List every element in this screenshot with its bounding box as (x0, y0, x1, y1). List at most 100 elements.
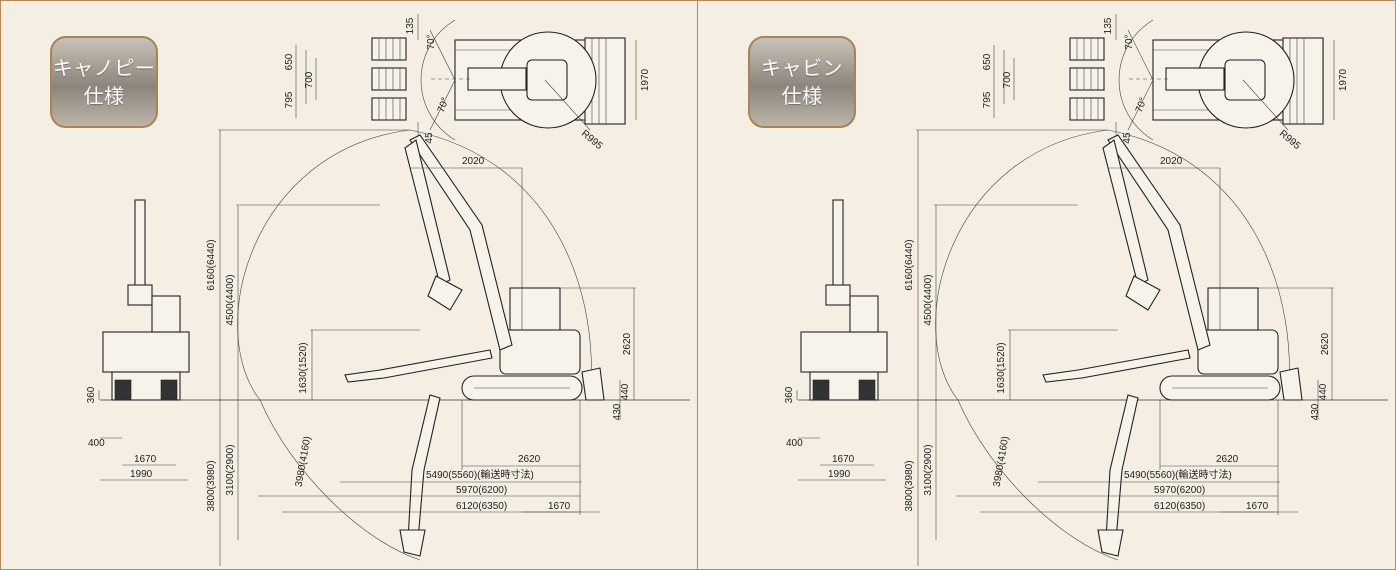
dim-3100: 3100(2900) (225, 444, 236, 495)
dim-2020: 2020 (462, 156, 485, 167)
side-upper-body (499, 329, 581, 375)
dim-1670: 1670 (1246, 501, 1269, 512)
front-view: 360 400 1670 1990 (86, 199, 190, 481)
dim-795: 795 (284, 91, 295, 108)
spec-badge: キャノピー 仕様 (50, 36, 158, 128)
dim-1630: 1630(1520) (298, 342, 309, 393)
front-track-left (812, 379, 830, 401)
panel-canopy: キャノピー 仕様 (0, 0, 697, 570)
side-cab (509, 287, 561, 331)
bucket (1069, 97, 1105, 121)
spec-badge: キャビン 仕様 (748, 36, 856, 128)
front-track-right (858, 379, 876, 401)
top-bucket-upper (1069, 37, 1105, 61)
side-upper-body (1197, 329, 1279, 375)
dim-3100: 3100(2900) (923, 444, 934, 495)
dim-2620-length: 2620 (518, 454, 541, 465)
dim-430: 430 (612, 403, 623, 420)
dim-1670: 1670 (548, 501, 571, 512)
dim-2620-height: 2620 (622, 332, 633, 355)
dimension-drawing: 135 650 795 700 70° 70° 1970 R995 45 360… (784, 14, 1388, 566)
dim-430: 430 (1310, 403, 1321, 420)
bucket (1069, 37, 1105, 61)
dim-1630: 1630(1520) (996, 342, 1007, 393)
badge-line2: 仕様 (83, 84, 125, 108)
front-bucket (825, 284, 851, 306)
side-arm-extended (344, 349, 493, 383)
dim-650: 650 (982, 53, 993, 70)
dim-4500: 4500(4400) (225, 274, 236, 325)
dimension-drawing: 135 650 795 700 70° 70° 1970 R995 45 360… (86, 14, 690, 566)
swing-line (429, 79, 456, 131)
swing-line (429, 29, 456, 81)
dim-2620-height: 2620 (1320, 332, 1331, 355)
work-range-envelope (935, 129, 1119, 561)
dim-3800: 3800(3980) (206, 460, 217, 511)
bucket (371, 67, 407, 91)
side-view: 6160(6440) 4500(4400) 1630(1520) 2620 44… (206, 129, 636, 566)
dim-front-1670: 1670 (832, 454, 855, 465)
dim-45: 45 (1122, 132, 1133, 144)
work-range-envelope (237, 129, 421, 561)
top-bucket-mid (1069, 67, 1105, 91)
front-body (102, 331, 190, 373)
swing-line (1127, 29, 1154, 81)
top-boom (467, 67, 527, 91)
dim-1990: 1990 (828, 469, 851, 480)
swing-line (1127, 79, 1154, 131)
dim-360: 360 (784, 386, 795, 403)
dim-700: 700 (304, 71, 315, 88)
dim-6120: 6120(6350) (456, 501, 507, 512)
dim-45: 45 (424, 132, 435, 144)
dim-1970: 1970 (640, 68, 651, 91)
dim-400: 400 (88, 438, 105, 449)
badge-line1: キャノピー (52, 56, 156, 80)
top-bucket-lower (1069, 97, 1105, 121)
panel-divider (697, 0, 698, 570)
front-view: 360 400 1670 1990 (784, 199, 888, 481)
front-body (800, 331, 888, 373)
dim-5490: 5490(5560)(輸送時寸法) (426, 468, 534, 481)
dim-2020: 2020 (1160, 156, 1183, 167)
dim-3980: 3980(4160) (294, 435, 314, 487)
top-bucket-mid (371, 67, 407, 91)
badge-line2: 仕様 (781, 84, 823, 108)
side-arm-extended (1042, 349, 1191, 383)
dim-6160: 6160(6440) (904, 239, 915, 290)
side-arm-deep (1105, 394, 1139, 541)
dim-360: 360 (86, 386, 97, 403)
dim-795: 795 (982, 91, 993, 108)
dim-angle-lower: 70° (436, 96, 452, 114)
front-track-right (160, 379, 178, 401)
side-bucket (1125, 275, 1161, 311)
side-cab (1207, 287, 1259, 331)
bucket (371, 97, 407, 121)
work-range-top (1107, 129, 1290, 401)
front-track-left (114, 379, 132, 401)
dim-5490: 5490(5560)(輸送時寸法) (1124, 468, 1232, 481)
top-view: 135 650 795 700 70° 70° 1970 R995 45 (284, 14, 651, 152)
dim-front-1670: 1670 (134, 454, 157, 465)
swing-arc (1118, 19, 1154, 141)
side-arm-deep (407, 394, 441, 541)
dim-3800: 3800(3980) (904, 460, 915, 511)
dim-angle-lower: 70° (1134, 96, 1150, 114)
swing-arc (420, 19, 456, 141)
top-cab (1224, 59, 1266, 101)
top-cab (526, 59, 568, 101)
top-bucket-upper (371, 37, 407, 61)
dim-2620-length: 2620 (1216, 454, 1239, 465)
dim-6120: 6120(6350) (1154, 501, 1205, 512)
radius-line (1242, 79, 1289, 131)
bucket (371, 37, 407, 61)
dim-1970: 1970 (1338, 68, 1349, 91)
side-blade (581, 367, 605, 401)
side-bucket (427, 275, 463, 311)
side-view: 6160(6440) 4500(4400) 1630(1520) 2620 44… (904, 129, 1334, 566)
dim-4500: 4500(4400) (923, 274, 934, 325)
top-view: 135 650 795 700 70° 70° 1970 R995 45 (982, 14, 1349, 152)
dim-5970: 5970(6200) (1154, 485, 1205, 496)
work-range-top (409, 129, 592, 401)
top-bucket-lower (371, 97, 407, 121)
dim-700: 700 (1002, 71, 1013, 88)
